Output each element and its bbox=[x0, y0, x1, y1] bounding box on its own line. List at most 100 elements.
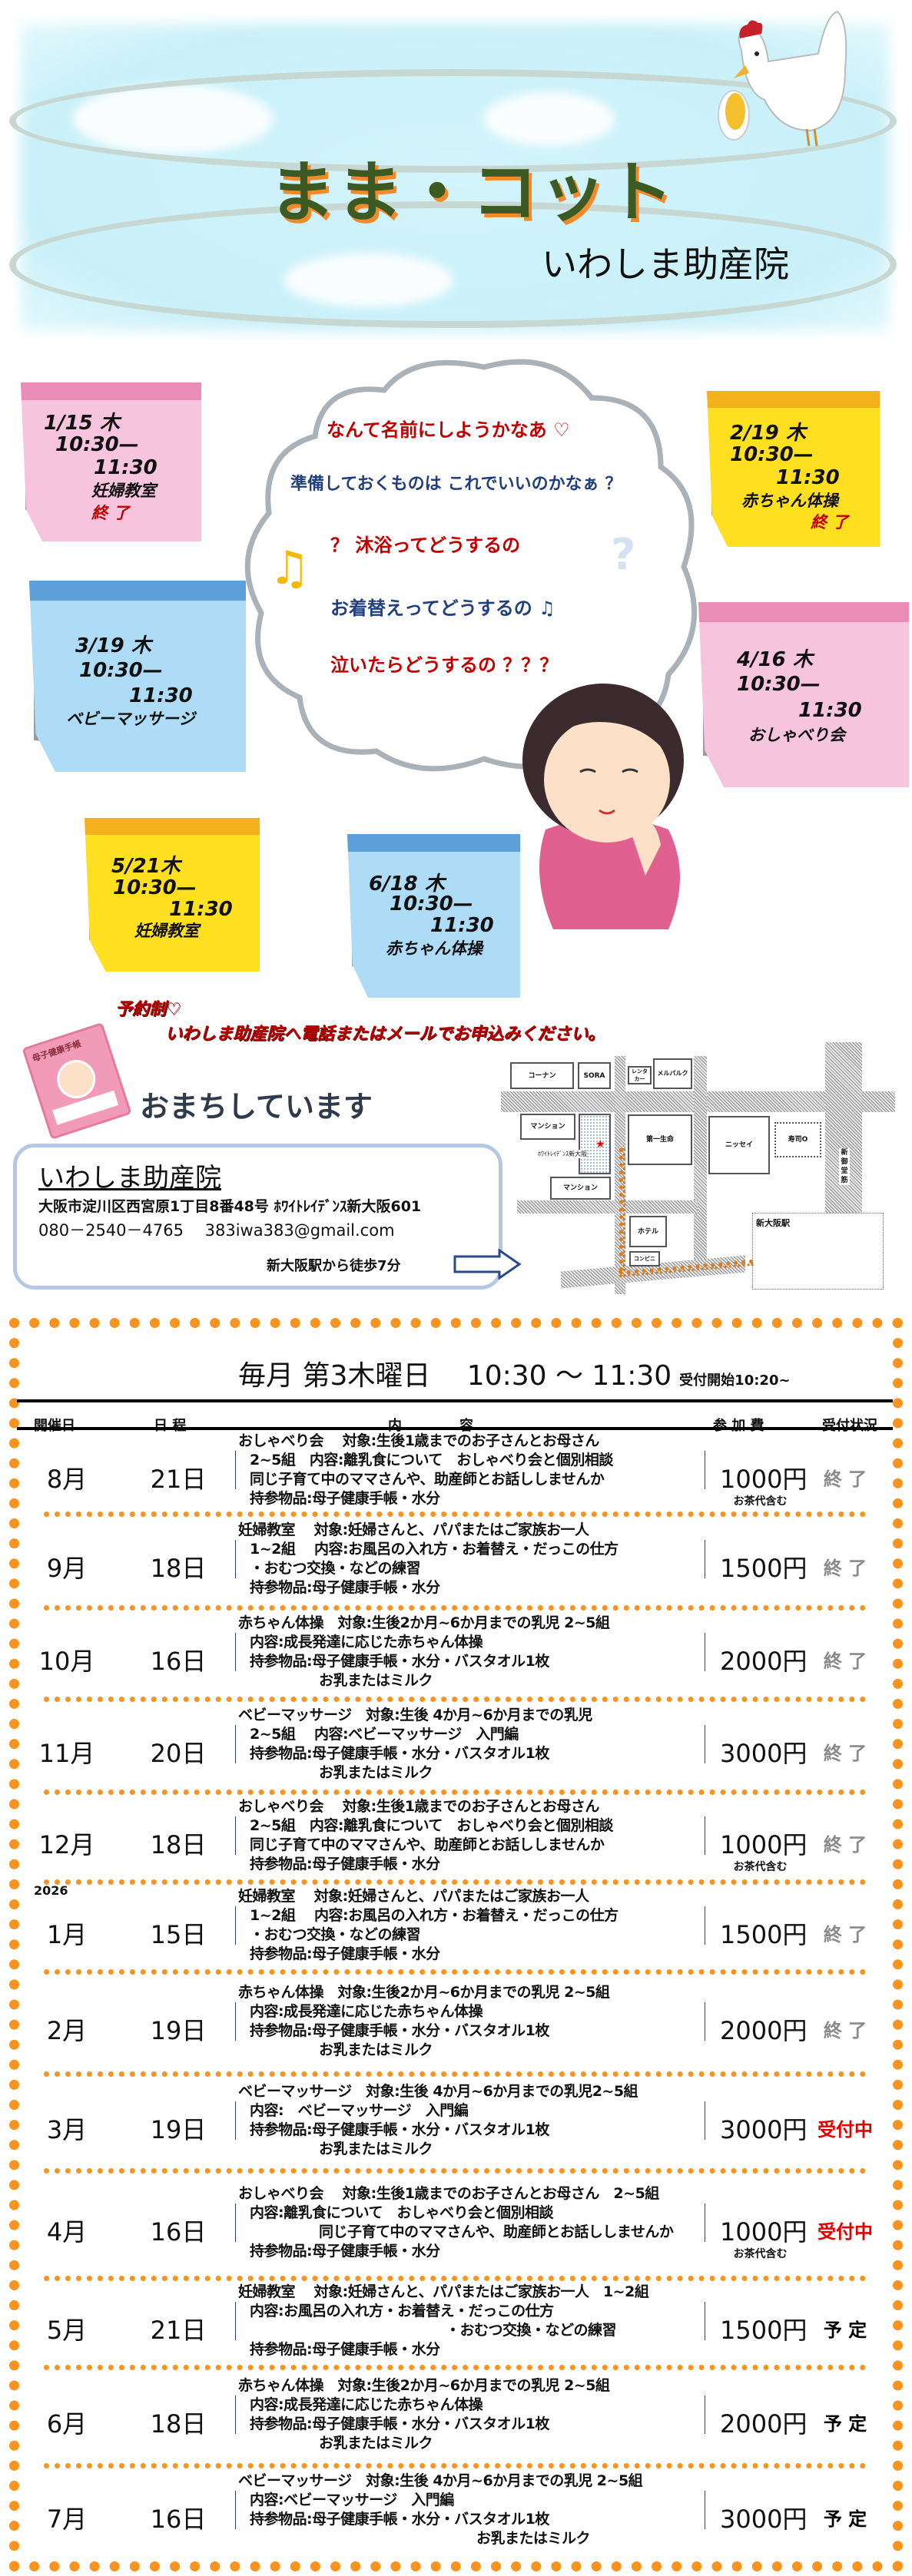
clinic-name: いわしま助産院 bbox=[38, 1163, 221, 1194]
walking-distance: 新大阪駅から徒歩7分 bbox=[267, 1258, 401, 1274]
row-status-badge: 予 定 bbox=[823, 2413, 867, 2435]
row-content-line: 1~2組 内容:お風呂の入れ方・お着替え・だっこの仕方 bbox=[250, 1541, 619, 1558]
row-divider bbox=[44, 1969, 866, 1975]
note-event: おしゃべり会 bbox=[748, 726, 845, 744]
note-end: 11:30 bbox=[169, 898, 233, 921]
note-start: 10:30— bbox=[390, 892, 473, 916]
row-status-badge: 予 定 bbox=[823, 2319, 867, 2341]
row-fee: 1500円 bbox=[720, 1919, 808, 1949]
note-end: 11:30 bbox=[94, 456, 158, 479]
column-divider bbox=[235, 1816, 236, 1855]
row-content-line: 同じ子育て中のママさんや、助産師とお話ししませんか bbox=[250, 1836, 605, 1853]
row-content-line: 持参物品:母子健康手帳・水分 bbox=[250, 1489, 440, 1507]
row-month: 7月 bbox=[46, 2505, 88, 2534]
row-fee-note: お茶代含む bbox=[733, 1495, 788, 1508]
row-content-line: 2~5組 内容:離乳食について おしゃべり会と個別相談 bbox=[250, 1451, 613, 1468]
address-card: いわしま助産院 大阪市淀川区西宮原1丁目8番48号 ﾎﾜｲﾄﾚｲﾃﾞﾝｽ新大阪6… bbox=[13, 1144, 502, 1290]
row-status-badge: 終 了 bbox=[823, 1923, 867, 1945]
question-mark-icon: ? bbox=[611, 530, 636, 580]
row-day: 18日 bbox=[150, 2409, 207, 2439]
row-month: 9月 bbox=[46, 1554, 88, 1583]
page-title: まま・コット bbox=[269, 154, 675, 231]
row-divider bbox=[44, 1879, 866, 1885]
schedule-frame bbox=[9, 1318, 903, 2571]
row-content-line: ベビーマッサージ 対象:生後 4か月~6か月までの乳児2~5組 bbox=[238, 2083, 638, 2100]
note-date: 6/18 木 bbox=[369, 872, 445, 896]
column-divider bbox=[235, 2204, 236, 2242]
row-divider bbox=[44, 1511, 866, 1517]
row-fee-note: お茶代含む bbox=[733, 2248, 788, 2260]
thought-line: お着替えってどうするの ♫ bbox=[330, 598, 555, 619]
row-status-badge: 終 了 bbox=[823, 1742, 867, 1764]
note-start: 10:30— bbox=[79, 659, 163, 682]
column-divider bbox=[235, 2002, 236, 2041]
column-divider bbox=[235, 1632, 236, 1671]
row-content-line: 2~5組 内容:ベビーマッサージ 入門編 bbox=[250, 1725, 519, 1743]
row-content-line: ・おむつ交換・などの練習 bbox=[250, 1925, 421, 1943]
note-date: 5/21木 bbox=[111, 855, 181, 878]
column-divider bbox=[235, 1540, 236, 1578]
row-divider bbox=[44, 1605, 866, 1611]
note-date: 3/19 木 bbox=[75, 634, 151, 657]
note-apr: 4/16 木 10:30— 11:30 おしゃべり会 bbox=[698, 602, 909, 787]
row-status-badge: 終 了 bbox=[823, 1558, 867, 1579]
note-date: 1/15 木 bbox=[44, 412, 120, 435]
note-jun: 6/18 木 10:30— 11:30 赤ちゃん体操 bbox=[347, 834, 520, 998]
reservation-label: 予約制♡ bbox=[115, 1000, 181, 1019]
ring-decoration bbox=[9, 69, 897, 173]
row-month: 10月 bbox=[38, 1646, 95, 1676]
clinic-address: 大阪市淀川区西宮原1丁目8番48号 ﾎﾜｲﾄﾚｲﾃﾞﾝｽ新大阪601 bbox=[38, 1198, 422, 1215]
map-clinic-building: ★ bbox=[579, 1114, 611, 1174]
reservation-instructions: いわしま助産院へ電話またはメールでお申込みください。 bbox=[165, 1025, 605, 1044]
row-day: 19日 bbox=[150, 2015, 207, 2045]
map-parque: メルパルク bbox=[653, 1058, 692, 1089]
row-content-line: 内容:お風呂の入れ方・お着替え・だっこの仕方 bbox=[250, 2303, 554, 2319]
map-mansion-2: マンション bbox=[550, 1177, 611, 1200]
arrow-right-icon bbox=[453, 1249, 522, 1280]
reception-start: 受付開始10:20~ bbox=[679, 1372, 791, 1389]
row-fee: 2000円 bbox=[720, 2015, 808, 2045]
note-start: 10:30— bbox=[113, 876, 197, 899]
thinking-woman-illustration bbox=[522, 684, 684, 929]
waiting-message: おまちしています bbox=[140, 1090, 373, 1124]
note-date: 4/16 木 bbox=[737, 648, 813, 671]
row-content-line: 内容:成長発達に応じた赤ちゃん体操 bbox=[250, 1633, 483, 1651]
map-station: 新大阪駅 bbox=[752, 1213, 884, 1290]
row-content-line: おしゃべり会 対象:生後1歳までのお子さんとお母さん bbox=[238, 1432, 599, 1449]
note-jan: 1/15 木 10:30— 11:30 妊婦教室 終 了 bbox=[21, 382, 201, 541]
row-fee: 1000円 bbox=[720, 1829, 808, 1859]
row-content-line: おしゃべり会 対象:生後1歳までのお子さんとお母さん 2~5組 bbox=[238, 2185, 659, 2202]
note-feb: 2/19 木 10:30— 11:30 赤ちゃん体操 終 了 bbox=[707, 391, 880, 547]
row-month: 11月 bbox=[38, 1738, 95, 1768]
row-content-line: ベビーマッサージ 対象:生後 4か月~6か月までの乳児 2~5組 bbox=[238, 2472, 643, 2489]
clinic-contact[interactable]: 080－2540－4765 383iwa383@gmail.com bbox=[38, 1221, 395, 1240]
note-may: 5/21木 10:30— 11:30 妊婦教室 bbox=[85, 818, 260, 972]
note-end: 11:30 bbox=[798, 699, 862, 722]
row-status-badge: 受付中 bbox=[817, 2221, 873, 2243]
row-content-line: 持参物品:母子健康手帳・水分・バスタオル1枚 bbox=[250, 1652, 549, 1670]
map-sushi: 寿司O bbox=[774, 1122, 821, 1157]
column-divider bbox=[235, 1906, 236, 1945]
row-content-line: 持参物品:母子健康手帳・水分 bbox=[250, 2341, 440, 2358]
row-month: 8月 bbox=[46, 1464, 88, 1494]
row-content-line: お乳またはミルク bbox=[319, 1763, 433, 1781]
row-content-line: 赤ちゃん体操 対象:生後2か月~6か月までの乳児 2~5組 bbox=[238, 1983, 610, 2001]
row-month: 2月 bbox=[46, 2015, 88, 2045]
row-status-badge: 終 了 bbox=[823, 1833, 867, 1856]
row-content-line: 同じ子育て中のママさんや、助産師とお話ししませんか bbox=[250, 1470, 605, 1488]
note-mar: 3/19 木 10:30— 11:30 ベビーマッサージ bbox=[29, 581, 246, 772]
header-rule bbox=[17, 1399, 893, 1402]
header-rule bbox=[17, 1427, 893, 1430]
row-status-badge: 予 定 bbox=[823, 2508, 867, 2530]
row-content-line: 赤ちゃん体操 対象:生後2か月~6か月までの乳児 2~5組 bbox=[238, 2377, 610, 2394]
map-hotel: ホテル bbox=[629, 1216, 667, 1247]
column-divider bbox=[235, 1724, 236, 1763]
row-content-line: 持参物品:母子健康手帳・水分・バスタオル1枚 bbox=[250, 2511, 549, 2528]
note-end: 11:30 bbox=[430, 914, 494, 937]
